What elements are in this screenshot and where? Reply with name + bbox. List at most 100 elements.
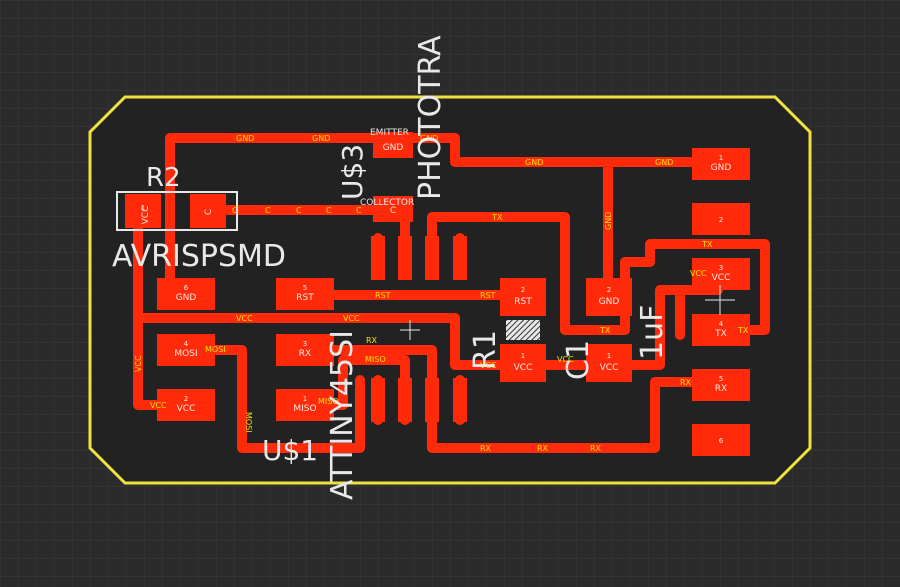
ftdi-pad-3[interactable]: 3 VCC (692, 258, 750, 290)
svg-text:2: 2 (184, 395, 188, 403)
net-label-rx-2: RX (480, 444, 492, 453)
emitter-label: EMITTER (370, 128, 409, 138)
svg-text:4: 4 (719, 320, 724, 328)
ftdi-pad-1[interactable]: 1 GND (692, 148, 750, 180)
svg-text:1: 1 (607, 352, 611, 360)
avrisp-name-label: AVRISPSMD (112, 239, 286, 274)
net-label-c-3: C (296, 206, 302, 215)
svg-text:VCC: VCC (600, 363, 619, 373)
svg-text:GND: GND (383, 143, 404, 153)
svg-text:VCC: VCC (141, 206, 151, 225)
svg-text:GND: GND (176, 293, 197, 303)
avr-pad-2[interactable]: 2 VCC (157, 389, 215, 421)
net-label-rst-1: RST (375, 291, 391, 300)
ftdi-pad-6[interactable]: 6 (692, 424, 750, 456)
r2-pad-2[interactable]: C (190, 194, 226, 228)
c1-pads: 2 GND 1 VCC (586, 278, 632, 382)
net-label-gnd-5: GND (655, 158, 673, 167)
net-label-vcc-2: VCC (343, 314, 360, 323)
svg-text:1: 1 (141, 204, 145, 212)
net-label-miso-1: MISO (365, 355, 386, 364)
svg-text:5: 5 (719, 375, 723, 383)
resistor-r1-label: R1 (468, 330, 503, 370)
net-label-mosi-1: MOSI (205, 345, 226, 354)
net-label-miso-2: MISO (318, 397, 339, 406)
net-label-vcc-5: VCC (690, 269, 707, 278)
net-label-c-2: C (265, 206, 271, 215)
svg-text:RST: RST (296, 293, 314, 303)
avr-pad-4[interactable]: 4 MOSI (157, 334, 215, 366)
ftdi-pad-2[interactable]: 2 (692, 203, 750, 235)
c1-pad-2[interactable]: 2 GND (586, 278, 632, 316)
svg-text:C: C (204, 209, 214, 215)
svg-text:RST: RST (514, 297, 532, 307)
r2-pad-1[interactable]: 1 VCC (125, 194, 161, 228)
r1-pad-2[interactable]: 2 RST (500, 278, 546, 316)
r1-pad-1[interactable]: 1 VCC (500, 344, 546, 382)
silkscreen-labels: PHOTOTRA U$3 EMITTER COLLECTOR R2 AVRISP… (112, 35, 670, 500)
net-label-rx-5: RX (680, 378, 692, 387)
ic-ref-label: U$1 (262, 434, 318, 467)
photo-pad-collector[interactable]: C (373, 196, 413, 222)
net-label-tx-4: TX (737, 326, 749, 335)
net-label-gnd-1: GND (236, 134, 254, 143)
origin-markers (400, 285, 735, 340)
svg-text:2: 2 (607, 286, 611, 294)
net-label-vcc-1: VCC (236, 314, 253, 323)
r2-outline (116, 191, 238, 231)
net-label-rx-4: RX (590, 444, 602, 453)
avr-pad-1[interactable]: 1 MISO (276, 389, 334, 421)
svg-text:5: 5 (303, 284, 307, 292)
net-label-c-1: C (232, 206, 238, 215)
ftdi-pad-4[interactable]: 4 TX (692, 314, 750, 346)
avr-pad-3[interactable]: 3 RX (276, 334, 334, 366)
net-label-gnd-2: GND (312, 134, 330, 143)
ftdi-pad-5[interactable]: 5 RX (692, 369, 750, 401)
net-label-gnd-6: GND (604, 212, 613, 230)
ic-name-label: ATTINY45SI (325, 330, 360, 500)
svg-text:3: 3 (303, 340, 307, 348)
svg-text:1: 1 (521, 352, 525, 360)
svg-text:MISO: MISO (293, 404, 316, 414)
net-label-mosi-2: MOSI (244, 412, 253, 433)
r1-pads: 2 RST 1 VCC (500, 278, 546, 382)
phototransistor-name-label: PHOTOTRA (413, 35, 448, 200)
svg-text:6: 6 (719, 437, 724, 445)
photo-pad-emitter[interactable]: GND (373, 132, 413, 158)
phototransistor-pads: GND C (373, 132, 413, 222)
net-label-gnd-4: GND (525, 158, 543, 167)
net-label-tx-1: TX (491, 213, 503, 222)
svg-text:RX: RX (715, 384, 727, 394)
svg-text:4: 4 (184, 340, 189, 348)
avr-pad-5[interactable]: 5 RST (276, 278, 334, 310)
svg-text:6: 6 (184, 284, 189, 292)
svg-text:2: 2 (719, 216, 723, 224)
svg-text:C: C (390, 206, 396, 216)
svg-text:VCC: VCC (712, 273, 731, 283)
avrisp-pads: 6 GND 5 RST 4 MOSI 3 RX 2 VCC 1 MISO (157, 278, 334, 421)
avr-pad-6[interactable]: 6 GND (157, 278, 215, 310)
net-label-rx-3: RX (537, 444, 549, 453)
collector-label: COLLECTOR (360, 198, 414, 208)
r1-body-hatch (506, 320, 540, 340)
resistor-r2-label: R2 (146, 163, 181, 193)
net-label-c-5: C (356, 206, 362, 215)
phototransistor-ref-label: U$3 (336, 144, 369, 200)
svg-text:RX: RX (299, 349, 311, 359)
net-label-rx-1: RX (366, 336, 378, 345)
c1-pad-1[interactable]: 1 VCC (586, 344, 632, 382)
svg-text:1: 1 (719, 154, 723, 162)
svg-text:VCC: VCC (514, 363, 533, 373)
ic-pins (371, 236, 467, 422)
net-label-tx-2: TX (701, 240, 713, 249)
capacitor-ref-label: C1 (561, 340, 596, 380)
net-label-c-4: C (326, 206, 332, 215)
svg-text:TX: TX (714, 329, 727, 339)
net-labels: GND GND GND GND GND GND C C C C C TX TX … (134, 134, 749, 453)
svg-text:2: 2 (521, 286, 525, 294)
svg-text:GND: GND (599, 297, 620, 307)
svg-text:1: 1 (303, 395, 307, 403)
svg-text:3: 3 (719, 264, 723, 272)
svg-text:VCC: VCC (177, 404, 196, 414)
